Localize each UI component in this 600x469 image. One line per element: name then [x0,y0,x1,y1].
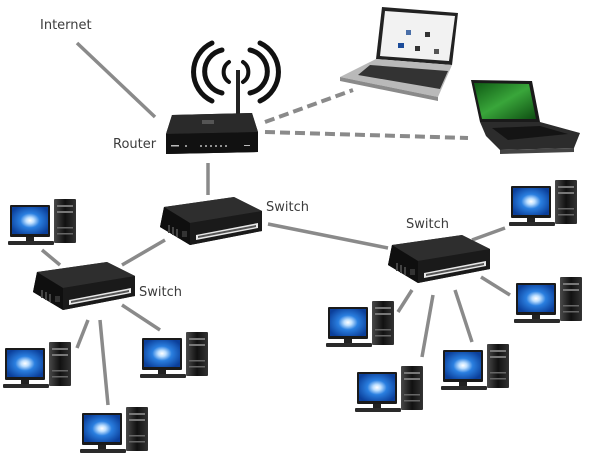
edge-switch-right-pc-r4 [420,294,435,358]
edge-switch-left-pc-l2 [75,319,90,349]
router-device [166,70,258,154]
edge-switch-right-pc-r3 [396,289,414,313]
pc-r1 [509,180,577,226]
pc-l4 [140,332,208,378]
switch-left [33,262,135,310]
laptop-1 [340,7,458,101]
pc-r2 [514,277,582,323]
pc-r3 [326,301,394,347]
wifi-signal-icon [191,40,281,104]
edge-switch-right-pc-r1 [471,226,506,242]
edge-switch-right-pc-r5 [453,289,474,343]
internet-label: Internet [40,18,92,33]
pc-l2 [3,342,71,388]
pc-r4 [355,366,423,412]
pc-l1 [8,199,76,245]
wireless-links [264,88,469,140]
switch-right [388,235,490,283]
edge-switch-center-switch-right [267,222,389,250]
switch-center-label: Switch [266,200,309,215]
edge-internet-router [75,41,157,119]
connections [40,41,511,406]
edge-switch-center-switch-left [121,238,166,267]
edge-router-laptop-1 [264,88,354,124]
switch-right-label: Switch [406,217,449,232]
edge-switch-left-pc-l1 [40,248,62,267]
edge-router-laptop-2 [264,130,469,140]
edge-switch-left-pc-l4 [121,303,161,332]
switch-left-label: Switch [139,285,182,300]
switch-center [160,197,262,245]
laptop-2 [471,80,580,154]
router-label: Router [113,137,157,152]
pc-r5 [441,344,509,390]
edge-switch-left-pc-l3 [98,319,110,406]
pc-l3 [80,407,148,453]
edge-switch-right-pc-r2 [480,275,511,297]
